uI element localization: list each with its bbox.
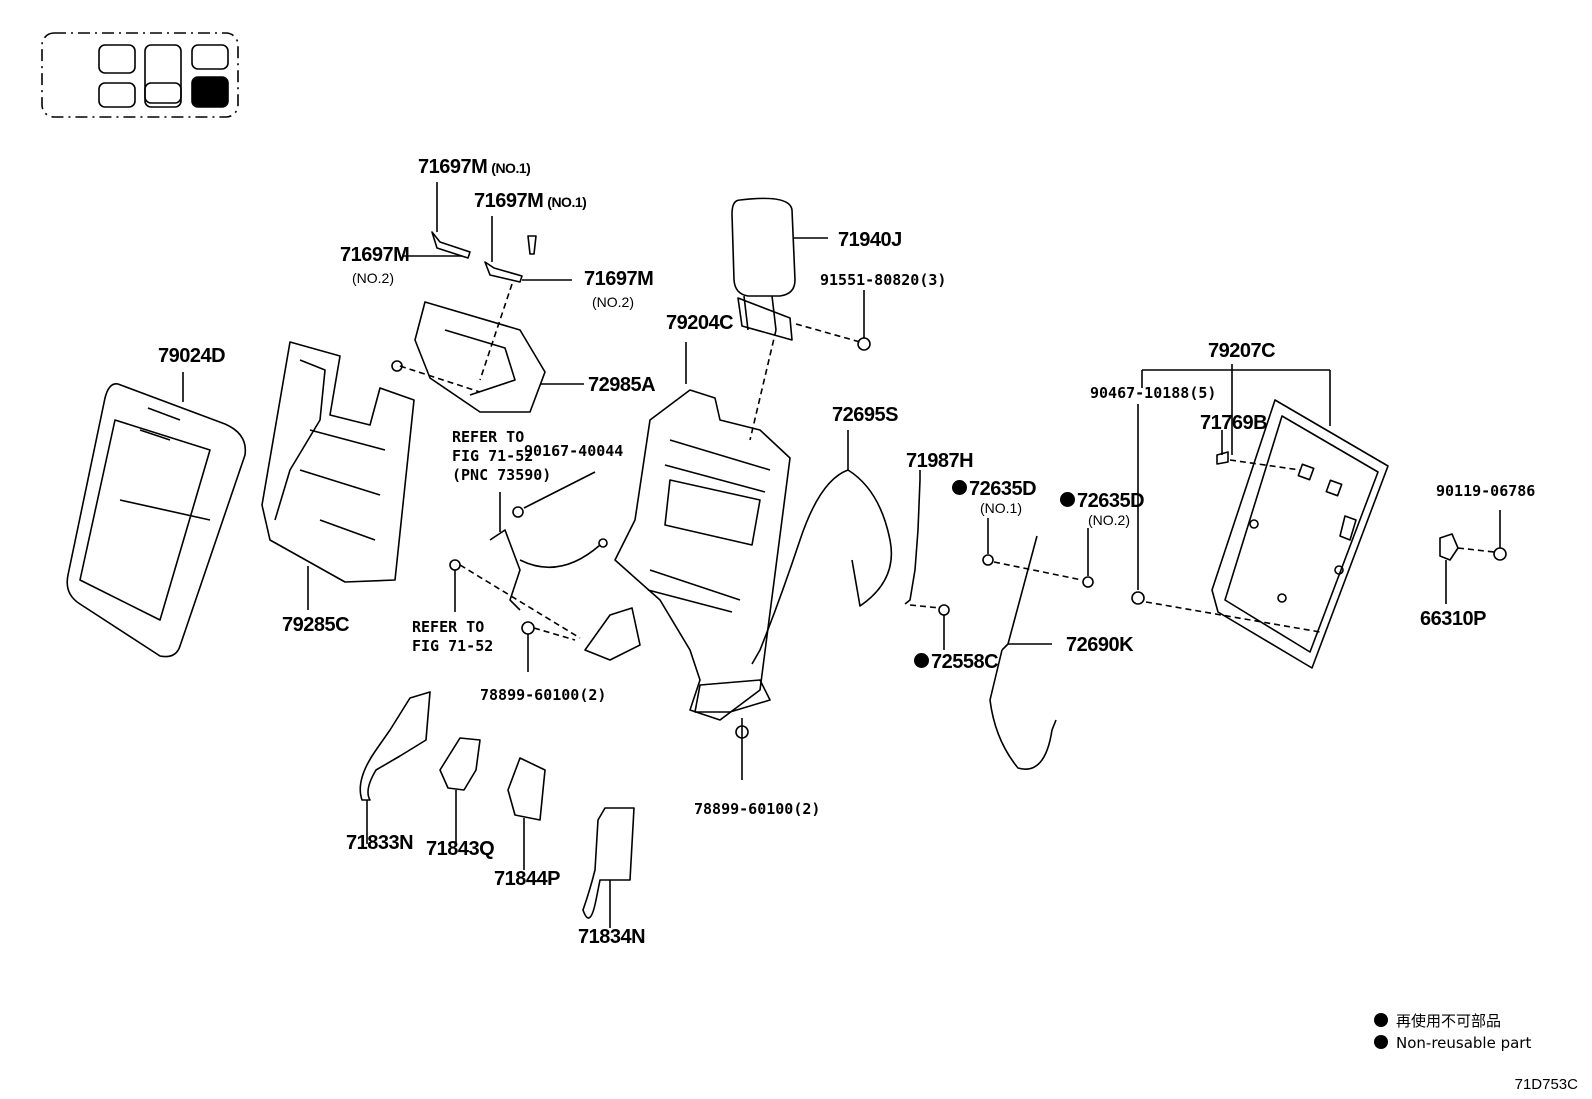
refer-note-pnc: REFER TO FIG 71-52 (PNC 73590) xyxy=(452,428,552,484)
label-71987h: 71987H xyxy=(906,450,974,472)
label-72635d-no2-note: (NO.2) xyxy=(1088,512,1130,528)
release-cable xyxy=(751,430,893,665)
label-71769b: 71769B xyxy=(1200,412,1268,434)
release-rod xyxy=(904,470,950,650)
belt-guide xyxy=(489,471,608,611)
label-72635d-no1-note: (NO.1) xyxy=(980,500,1022,516)
label-79204c: 79204C xyxy=(666,312,734,334)
label-71833n: 71833N xyxy=(346,832,414,854)
label-90467: 90467-10188(5) xyxy=(1090,384,1217,402)
label-72985a: 72985A xyxy=(588,374,656,396)
seat-back-board xyxy=(1131,364,1389,669)
non-reusable-dot xyxy=(952,480,967,496)
label-66310p: 66310P xyxy=(1420,608,1486,630)
seat-back-bracket xyxy=(391,283,584,413)
label-71697m-no1-top: 71697M(NO.1) xyxy=(418,156,531,178)
seat-back-pad xyxy=(261,341,415,610)
label-71834n: 71834N xyxy=(578,926,646,948)
label-78899-bottom: 78899-60100(2) xyxy=(694,800,821,818)
label-91551: 91551-80820(3) xyxy=(820,271,947,289)
seat-locator-icon xyxy=(41,32,239,118)
label-79024d: 79024D xyxy=(158,345,226,367)
legend-dot xyxy=(1374,1012,1388,1027)
label-90167: 90167-40044 xyxy=(524,442,624,460)
label-90119: 90119-06786 xyxy=(1436,482,1536,500)
retainer-clips xyxy=(402,182,572,283)
legend-en: Non-reusable part xyxy=(1374,1034,1531,1052)
label-71697m-no2-left: 71697M xyxy=(340,244,410,266)
label-72635d-no2: 72635D xyxy=(1060,490,1145,513)
refer-note: REFER TO FIG 71-52 xyxy=(412,618,494,655)
bracket-66310p xyxy=(1439,510,1507,604)
lower-covers xyxy=(359,691,635,928)
legend-jp: 再使用不可部品 xyxy=(1374,1010,1501,1031)
headrest xyxy=(731,197,871,441)
label-71697m-no2-right: 71697M xyxy=(584,268,654,290)
lock-rod xyxy=(989,535,1057,770)
label-79285c: 79285C xyxy=(282,614,350,636)
label-71844p: 71844P xyxy=(494,868,560,890)
label-71697m-no1: 71697M(NO.1) xyxy=(474,190,587,212)
label-72558c: 72558C xyxy=(914,651,999,674)
non-reusable-dot xyxy=(914,653,929,669)
seat-back-frame xyxy=(449,342,791,780)
figure-code: 71D753C xyxy=(1514,1076,1578,1093)
seat-back-cover xyxy=(66,372,247,658)
label-71940j: 71940J xyxy=(838,229,902,251)
label-72690k: 72690K xyxy=(1066,634,1134,656)
label-71697m-no2-left-note: (NO.2) xyxy=(352,270,394,286)
label-71697m-no2-right-note: (NO.2) xyxy=(592,294,634,310)
stopper-cushions xyxy=(982,518,1094,588)
non-reusable-dot xyxy=(1060,492,1075,508)
label-72695s: 72695S xyxy=(832,404,898,426)
label-72635d-no1: 72635D xyxy=(952,478,1037,501)
label-71843q: 71843Q xyxy=(426,838,495,860)
legend-dot xyxy=(1374,1034,1388,1049)
label-78899-left: 78899-60100(2) xyxy=(480,686,607,704)
label-79207c: 79207C xyxy=(1208,340,1276,362)
